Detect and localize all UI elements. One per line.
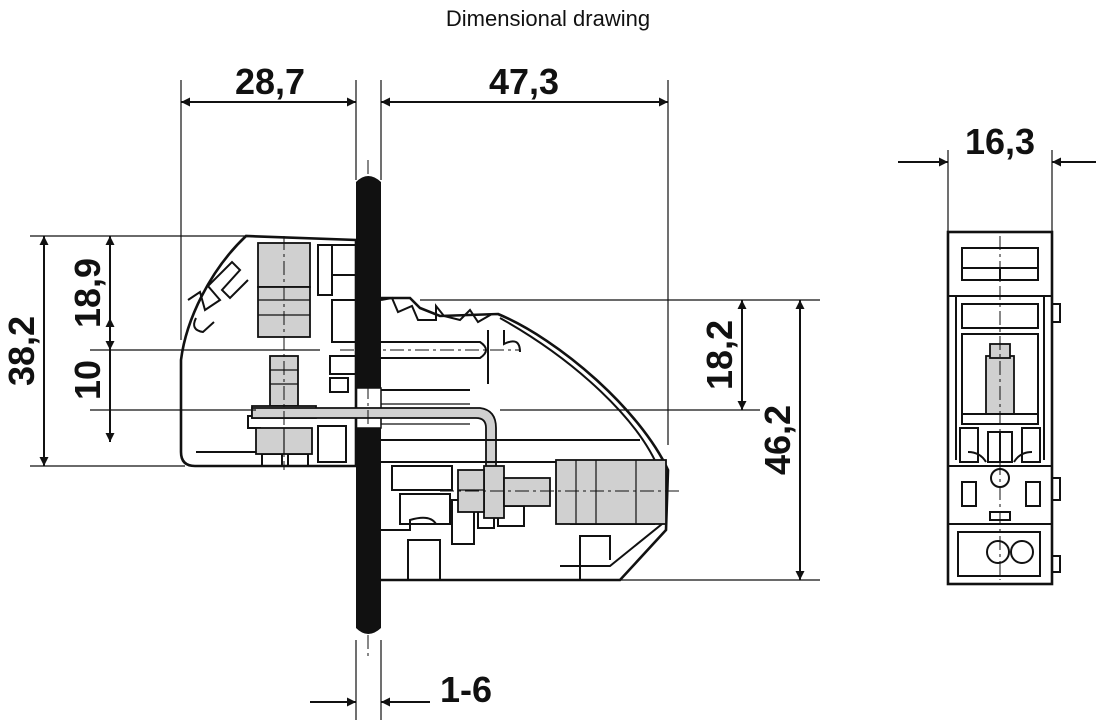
dimension-lines (39, 97, 1096, 707)
drawing-title: Dimensional drawing (445, 6, 651, 31)
mounting-panel (356, 176, 381, 634)
side-view (179, 160, 680, 660)
right-housing (381, 296, 670, 582)
dim-label-46-2: 46,2 (757, 405, 798, 475)
dim-label-18-2: 18,2 (699, 320, 740, 390)
front-housing-outline (946, 230, 1054, 586)
dim-label-1-6: 1-6 (440, 669, 492, 710)
left-housing (179, 234, 358, 468)
extension-lines (30, 80, 1053, 720)
dim-label-16-3: 16,3 (965, 121, 1035, 162)
dim-label-28-7: 28,7 (235, 61, 305, 102)
dim-label-10: 10 (67, 360, 108, 400)
front-view (946, 230, 1061, 586)
right-screw-head (555, 459, 667, 525)
dim-label-47-3: 47,3 (489, 61, 559, 102)
right-screw-body (483, 465, 505, 519)
dim-label-38-2: 38,2 (1, 316, 42, 386)
dimension-labels: 28,7 47,3 16,3 38,2 18,9 10 18,2 46,2 1-… (1, 61, 1035, 710)
dim-label-18-9: 18,9 (67, 258, 108, 328)
